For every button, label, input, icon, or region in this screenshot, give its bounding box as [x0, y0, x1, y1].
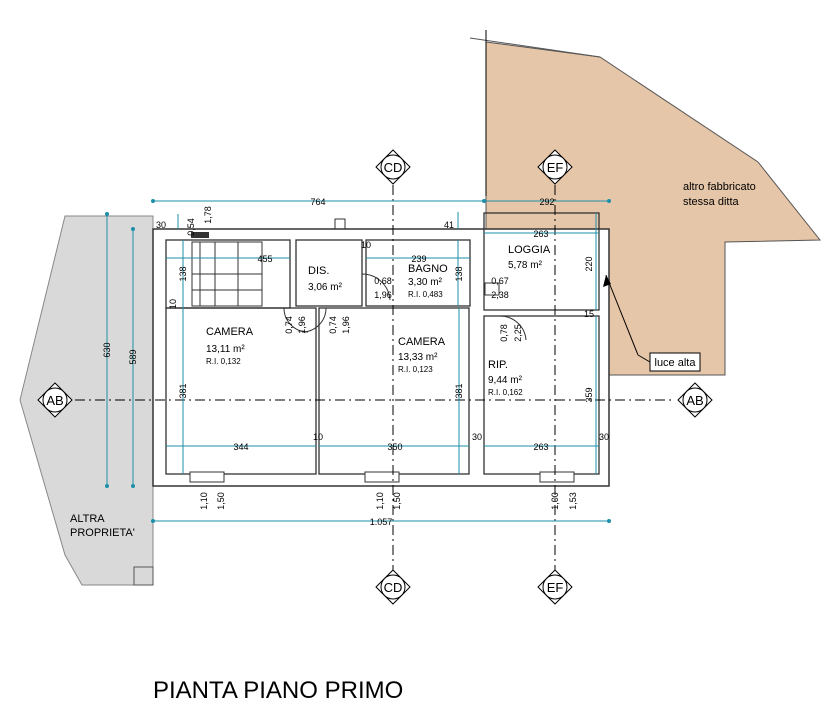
svg-text:30: 30 — [156, 220, 166, 230]
room-camera2-name: CAMERA — [398, 336, 446, 348]
svg-text:CD: CD — [384, 160, 403, 175]
svg-text:AB: AB — [46, 393, 63, 408]
svg-text:630: 630 — [102, 342, 112, 357]
svg-text:589: 589 — [128, 349, 138, 364]
svg-text:1,10: 1,10 — [375, 492, 385, 510]
svg-text:CD: CD — [384, 580, 403, 595]
svg-text:EF: EF — [547, 160, 564, 175]
dimension-lines — [105, 199, 611, 523]
room-camera1-name: CAMERA — [206, 326, 254, 338]
svg-text:0,78: 0,78 — [499, 324, 509, 342]
svg-text:30: 30 — [472, 432, 482, 442]
room-bagno-area: 3,30 m² — [408, 277, 443, 288]
svg-text:359: 359 — [584, 387, 594, 402]
svg-text:0,67: 0,67 — [491, 276, 509, 286]
svg-text:220: 220 — [584, 256, 594, 271]
svg-text:2,25: 2,25 — [513, 324, 523, 342]
svg-text:1,96: 1,96 — [297, 316, 307, 334]
svg-text:10: 10 — [168, 299, 178, 309]
svg-text:1,50: 1,50 — [216, 492, 226, 510]
svg-text:263: 263 — [533, 442, 548, 452]
svg-text:10: 10 — [361, 240, 371, 250]
luce-alta-label: luce alta — [655, 357, 697, 369]
room-camera2-area: 13,33 m² — [398, 352, 438, 363]
svg-text:1,53: 1,53 — [568, 492, 578, 510]
svg-text:15: 15 — [584, 309, 594, 319]
svg-text:381: 381 — [178, 383, 188, 398]
room-dis-area: 3,06 m² — [308, 282, 343, 293]
svg-text:AB: AB — [686, 393, 703, 408]
svg-text:239: 239 — [411, 254, 426, 264]
svg-text:EF: EF — [547, 580, 564, 595]
svg-text:344: 344 — [233, 442, 248, 452]
svg-text:1,50: 1,50 — [392, 492, 402, 510]
svg-text:1,96: 1,96 — [374, 290, 392, 300]
room-camera2-ri: R.I. 0,123 — [398, 365, 433, 374]
svg-text:0,74: 0,74 — [328, 316, 338, 334]
staircase — [191, 241, 263, 307]
other-property-label-2: PROPRIETA' — [70, 527, 135, 539]
room-rip-area: 9,44 m² — [488, 375, 523, 386]
svg-text:455: 455 — [257, 254, 272, 264]
svg-text:30: 30 — [599, 432, 609, 442]
svg-text:1,00: 1,00 — [550, 492, 560, 510]
vertical-dimension-texts: 0,54 1,78 138 138 220 10 0,74 1,96 0,74 … — [102, 206, 594, 510]
section-marker-cd-bottom: CD — [375, 569, 411, 605]
svg-text:263: 263 — [533, 229, 548, 239]
section-marker-ef-bottom: EF — [537, 569, 573, 605]
svg-text:1,10: 1,10 — [199, 492, 209, 510]
room-dis-name: DIS. — [308, 265, 329, 277]
svg-text:0,54: 0,54 — [186, 218, 196, 236]
plan-title: PIANTA PIANO PRIMO — [153, 677, 403, 704]
svg-text:1.057: 1.057 — [370, 517, 393, 527]
room-rip-ri: R.I. 0,162 — [488, 388, 523, 397]
section-marker-ab-left: AB — [37, 382, 73, 418]
section-marker-ab-right: AB — [677, 382, 713, 418]
section-marker-ef-top: EF — [537, 149, 573, 185]
room-camera1-ri: R.I. 0,132 — [206, 357, 241, 366]
svg-text:0,74: 0,74 — [284, 316, 294, 334]
other-building-label-1: altro fabbricato — [683, 181, 756, 193]
svg-text:1,96: 1,96 — [341, 316, 351, 334]
other-property-area — [19, 215, 154, 586]
room-rip-name: RIP. — [488, 359, 508, 371]
svg-text:764: 764 — [310, 197, 325, 207]
svg-text:10: 10 — [313, 432, 323, 442]
building-outline — [152, 228, 610, 487]
luce-alta-label-box — [649, 352, 701, 372]
room-camera1-area: 13,11 m² — [206, 344, 245, 355]
room-bagno-name: BAGNO — [408, 263, 448, 275]
other-building-label-2: stessa ditta — [683, 196, 740, 208]
svg-text:138: 138 — [454, 266, 464, 281]
svg-text:2,38: 2,38 — [491, 290, 509, 300]
svg-text:381: 381 — [454, 383, 464, 398]
svg-text:292: 292 — [539, 197, 554, 207]
section-marker-cd-top: CD — [375, 149, 411, 185]
svg-text:1,78: 1,78 — [203, 206, 213, 224]
dimension-texts: 764 292 263 30 41 10 455 239 0,68 1,96 0… — [156, 197, 609, 527]
room-loggia-name: LOGGIA — [508, 244, 551, 256]
room-bagno-ri: R.I. 0,483 — [408, 290, 443, 299]
svg-text:350: 350 — [387, 442, 402, 452]
svg-text:41: 41 — [444, 220, 454, 230]
svg-text:138: 138 — [178, 266, 188, 281]
svg-text:0,68: 0,68 — [374, 276, 392, 286]
room-loggia-area: 5,78 m² — [508, 260, 543, 271]
other-property-label-1: ALTRA — [70, 513, 105, 525]
